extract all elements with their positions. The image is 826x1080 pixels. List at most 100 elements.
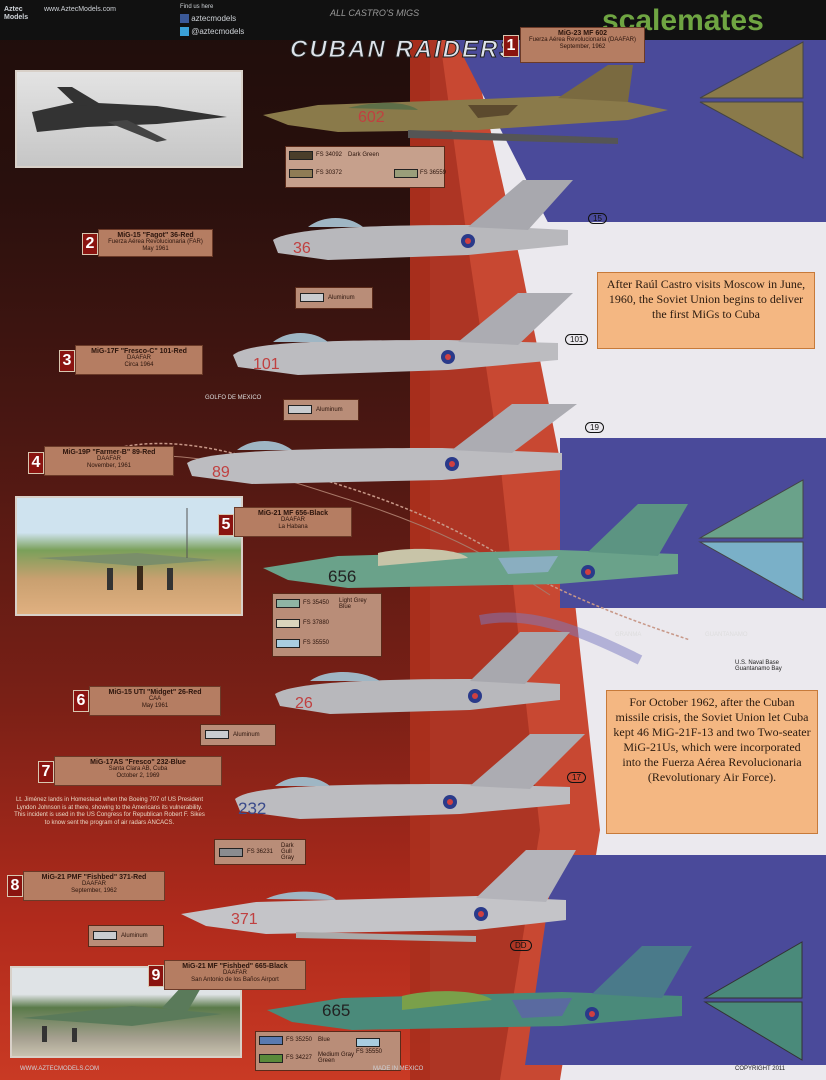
caption-9-title: MiG-21 MF "Fishbed" 665-Black [182, 963, 288, 970]
swatch-5-a-note: Light Grey Blue [339, 598, 367, 610]
profile-caption-4: MiG-19P "Farmer-B" 89-Red DAAFAR Novembe… [44, 446, 174, 476]
paint-box-6: Aluminum [200, 724, 276, 746]
photo-3-aircraft [22, 986, 222, 1042]
paint-6-label: Aluminum [233, 732, 260, 738]
caption-9-line3: San Antonio de los Baños Airport [191, 977, 279, 983]
brand-url-small: www.AztecModels.com [44, 6, 116, 13]
caption-5-title: MiG-21 MF 656-Black [257, 510, 329, 517]
swatch-5-c-label: FS 35550 [303, 640, 330, 646]
caption-5-line2: DAAFAR [280, 517, 305, 523]
social-2-text: @aztecmodels [191, 27, 245, 36]
swatch-9-b-note: Medium Gray Green [318, 1052, 355, 1064]
photo-mig21-ground [15, 496, 243, 616]
swatch-1-b-label: FS 30372 [316, 170, 343, 176]
caption-2-title: MiG-15 "Fagot" 36-Red [117, 232, 194, 239]
caption-4-line3: November, 1961 [86, 463, 132, 469]
caption-8-line3: September, 1962 [71, 888, 117, 894]
profile-number-9: 9 [148, 965, 164, 987]
profile-number-3: 3 [59, 350, 75, 372]
swatch-box-5: FS 35450 Light Grey Blue FS 37880 FS 355… [272, 593, 382, 657]
swatch-1-a-label: FS 34092 [316, 152, 343, 158]
swatch-9-c [356, 1038, 380, 1047]
profile-7-tag: 17 [567, 772, 586, 783]
swatch-box-1: FS 34092 Dark Green FS 30372 FS 36559 [285, 146, 446, 188]
social-1-text: aztecmodels [191, 14, 237, 23]
profile-8-tag: DD [510, 940, 532, 951]
caption-3-line2: DAAFAR [126, 355, 151, 361]
swatch-9-a-note: Blue [318, 1037, 331, 1043]
aircraft-profile-1: 602 [263, 65, 668, 144]
profile-number-5: 5 [218, 514, 234, 536]
profile-caption-2: MiG-15 "Fagot" 36-Red Fuerza Aérea Revol… [98, 229, 213, 257]
profile-3-code: 101 [253, 356, 280, 373]
series-title: ALL CASTRO'S MIGS [330, 8, 420, 18]
swatch-9-b-label: FS 34227 [286, 1055, 313, 1061]
paint-3-label: Aluminum [316, 407, 343, 413]
history-note-2: For October 1962, after the Cuban missil… [606, 690, 818, 834]
swatch-5-b [276, 619, 300, 628]
swatch-1-a-note: Dark Green [348, 152, 380, 158]
caption-1-line2: Fuerza Aérea Revolucionaria (DAAFAR) [528, 37, 637, 43]
swatch-box-7: FS 36231 Dark Gull Gray [214, 839, 306, 865]
paint-box-2: Aluminum [295, 287, 373, 309]
paint-box-3: Aluminum [283, 399, 359, 421]
profile-2-tag: 15 [588, 213, 607, 224]
profile-caption-9: MiG-21 MF "Fishbed" 665-Black DAAFAR San… [164, 960, 306, 990]
swatch-9-a [259, 1036, 283, 1045]
caption-7-line3: October 2, 1969 [116, 773, 160, 779]
caption-9-line2: DAAFAR [222, 970, 247, 976]
profile-number-2: 2 [82, 233, 98, 255]
caption-4-line2: DAAFAR [96, 456, 121, 462]
map-label-gulf: GOLFO DE MEXICO [205, 395, 262, 401]
caption-2-line2: Fuerza Aérea Revolucionaria (FAR) [108, 239, 203, 245]
caption-3-line3: Circa 1964 [124, 362, 154, 368]
profile-caption-5: MiG-21 MF 656-Black DAAFAR La Habana [234, 507, 352, 537]
caption-6-line3: May 1961 [141, 703, 169, 709]
photo-mig21-camo [10, 966, 242, 1058]
caption-3-title: MiG-17F "Fresco-C" 101-Red [91, 348, 187, 355]
swatch-2-aluminum [300, 293, 324, 302]
swatch-5-a [276, 599, 300, 608]
swatch-9-c-label: FS 35550 [356, 1049, 383, 1055]
profile-4-tag: 19 [585, 422, 604, 433]
profile-caption-1: MiG-23 MF 602 Fuerza Aérea Revolucionari… [520, 27, 645, 63]
profile-caption-7: MiG-17AS "Fresco" 232-Blue Santa Clara A… [54, 756, 222, 786]
swatch-9-a-label: FS 35250 [286, 1037, 313, 1043]
profile-8-code: 371 [231, 911, 258, 928]
swatch-1-b [289, 169, 313, 178]
profile-3-tag: 101 [565, 334, 589, 345]
caption-5-line3: La Habana [278, 524, 308, 530]
swatch-7-a-note: Dark Gull Gray [281, 843, 295, 861]
profile-7-code: 232 [238, 799, 266, 818]
swatch-5-c [276, 639, 300, 648]
social-link-1[interactable]: aztecmodels [180, 14, 237, 24]
wing-planform-9 [703, 941, 803, 1061]
aircraft-profile-3: 101 [233, 293, 573, 375]
map-label-granma: GRANMA [615, 632, 642, 638]
history-note-1: After Raúl Castro visits Moscow in June,… [597, 272, 815, 349]
paint-box-8: Aluminum [88, 925, 164, 947]
twitter-icon [180, 27, 189, 37]
map-label-guantanamo: GUANTANAMO [705, 632, 748, 638]
find-us-label: Find us here [180, 4, 214, 10]
footer-url: WWW.AZTECMODELS.COM [20, 1066, 99, 1072]
facebook-icon [180, 14, 189, 24]
aircraft-profile-8: 371 [181, 850, 576, 942]
profile-4-code: 89 [212, 464, 230, 481]
profile-6-code: 26 [295, 695, 313, 712]
swatch-7-a [219, 848, 243, 857]
swatch-6-aluminum [205, 730, 229, 739]
profile-9-code: 665 [322, 1001, 350, 1020]
photo-2-figures [37, 508, 217, 590]
mig23-photo-silhouette [32, 87, 227, 142]
profile-caption-8: MiG-21 PMF "Fishbed" 371-Red DAAFAR Sept… [23, 871, 165, 901]
wing-planform-1 [699, 41, 804, 159]
caption-8-title: MiG-21 PMF "Fishbed" 371-Red [41, 874, 147, 881]
caption-1-title: MiG-23 MF 602 [557, 30, 607, 37]
map-label-naval-base: U.S. Naval Base Guantanamo Bay [735, 660, 782, 672]
swatch-5-b-label: FS 37880 [303, 620, 330, 626]
aircraft-profile-2: 36 [273, 180, 573, 260]
profile-caption-6: MiG-15 UTI "Midget" 26-Red CAA May 1961 [89, 686, 221, 716]
social-link-2[interactable]: @aztecmodels [180, 27, 245, 37]
